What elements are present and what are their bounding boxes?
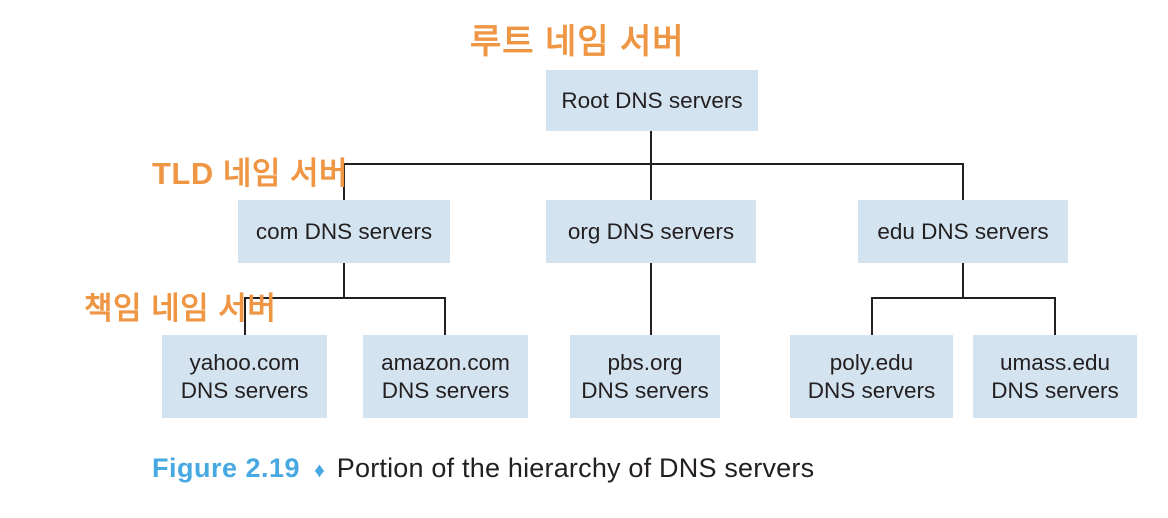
figure-number: Figure 2.19 bbox=[152, 453, 301, 483]
node-label-line2: DNS servers bbox=[991, 377, 1119, 403]
node-label-line2: DNS servers bbox=[581, 377, 709, 403]
node-label-line1: umass.edu bbox=[999, 349, 1111, 375]
node-poly-dns-servers: poly.edu DNS servers bbox=[790, 335, 953, 418]
node-label-line1: pbs.org bbox=[607, 349, 683, 375]
node-amazon-dns-servers: amazon.com DNS servers bbox=[363, 335, 528, 418]
figure-caption-text: Portion of the hierarchy of DNS servers bbox=[336, 453, 815, 483]
node-edu-dns-servers: edu DNS servers bbox=[858, 200, 1068, 263]
connector-edu-bracket bbox=[871, 297, 1056, 299]
node-label: Root DNS servers bbox=[561, 87, 743, 113]
root-level-label-korean: 루트 네임 서버 bbox=[470, 23, 685, 61]
connector-down-to-amazon bbox=[444, 297, 446, 335]
connector-down-to-poly bbox=[871, 297, 873, 335]
tld-level-label-korean: TLD 네임 서버 bbox=[152, 156, 349, 191]
node-label: edu DNS servers bbox=[877, 218, 1049, 244]
diamond-separator-icon: ♦ bbox=[314, 459, 325, 482]
connector-edu-down bbox=[962, 263, 964, 299]
node-com-dns-servers: com DNS servers bbox=[238, 200, 450, 263]
node-label-line1: amazon.com bbox=[381, 349, 510, 375]
connector-down-to-umass bbox=[1054, 297, 1056, 335]
node-pbs-dns-servers: pbs.org DNS servers bbox=[570, 335, 720, 418]
node-label: org DNS servers bbox=[567, 218, 735, 244]
connector-com-bracket bbox=[244, 297, 446, 299]
node-label-line2: DNS servers bbox=[381, 377, 510, 403]
node-label-line1: poly.edu bbox=[829, 349, 914, 375]
node-label: com DNS servers bbox=[255, 218, 433, 244]
connector-down-to-pbs bbox=[650, 263, 652, 335]
node-umass-dns-servers: umass.edu DNS servers bbox=[973, 335, 1137, 418]
node-label-line2: DNS servers bbox=[807, 377, 936, 403]
connector-tld-horizontal bbox=[343, 163, 964, 165]
connector-root-to-org bbox=[650, 131, 652, 201]
connector-down-to-edu bbox=[962, 163, 964, 201]
authoritative-level-label-korean: 책임 네임 서버 bbox=[84, 291, 277, 326]
connector-com-down bbox=[343, 263, 345, 299]
node-yahoo-dns-servers: yahoo.com DNS servers bbox=[162, 335, 327, 418]
node-root-dns-servers: Root DNS servers bbox=[546, 70, 758, 131]
node-label-line2: DNS servers bbox=[180, 377, 309, 403]
figure-caption: Figure 2.19 ♦ Portion of the hierarchy o… bbox=[152, 453, 814, 484]
node-org-dns-servers: org DNS servers bbox=[546, 200, 756, 263]
connector-down-to-com bbox=[343, 163, 345, 201]
connector-down-to-yahoo bbox=[244, 297, 246, 335]
node-label-line1: yahoo.com bbox=[189, 349, 300, 375]
